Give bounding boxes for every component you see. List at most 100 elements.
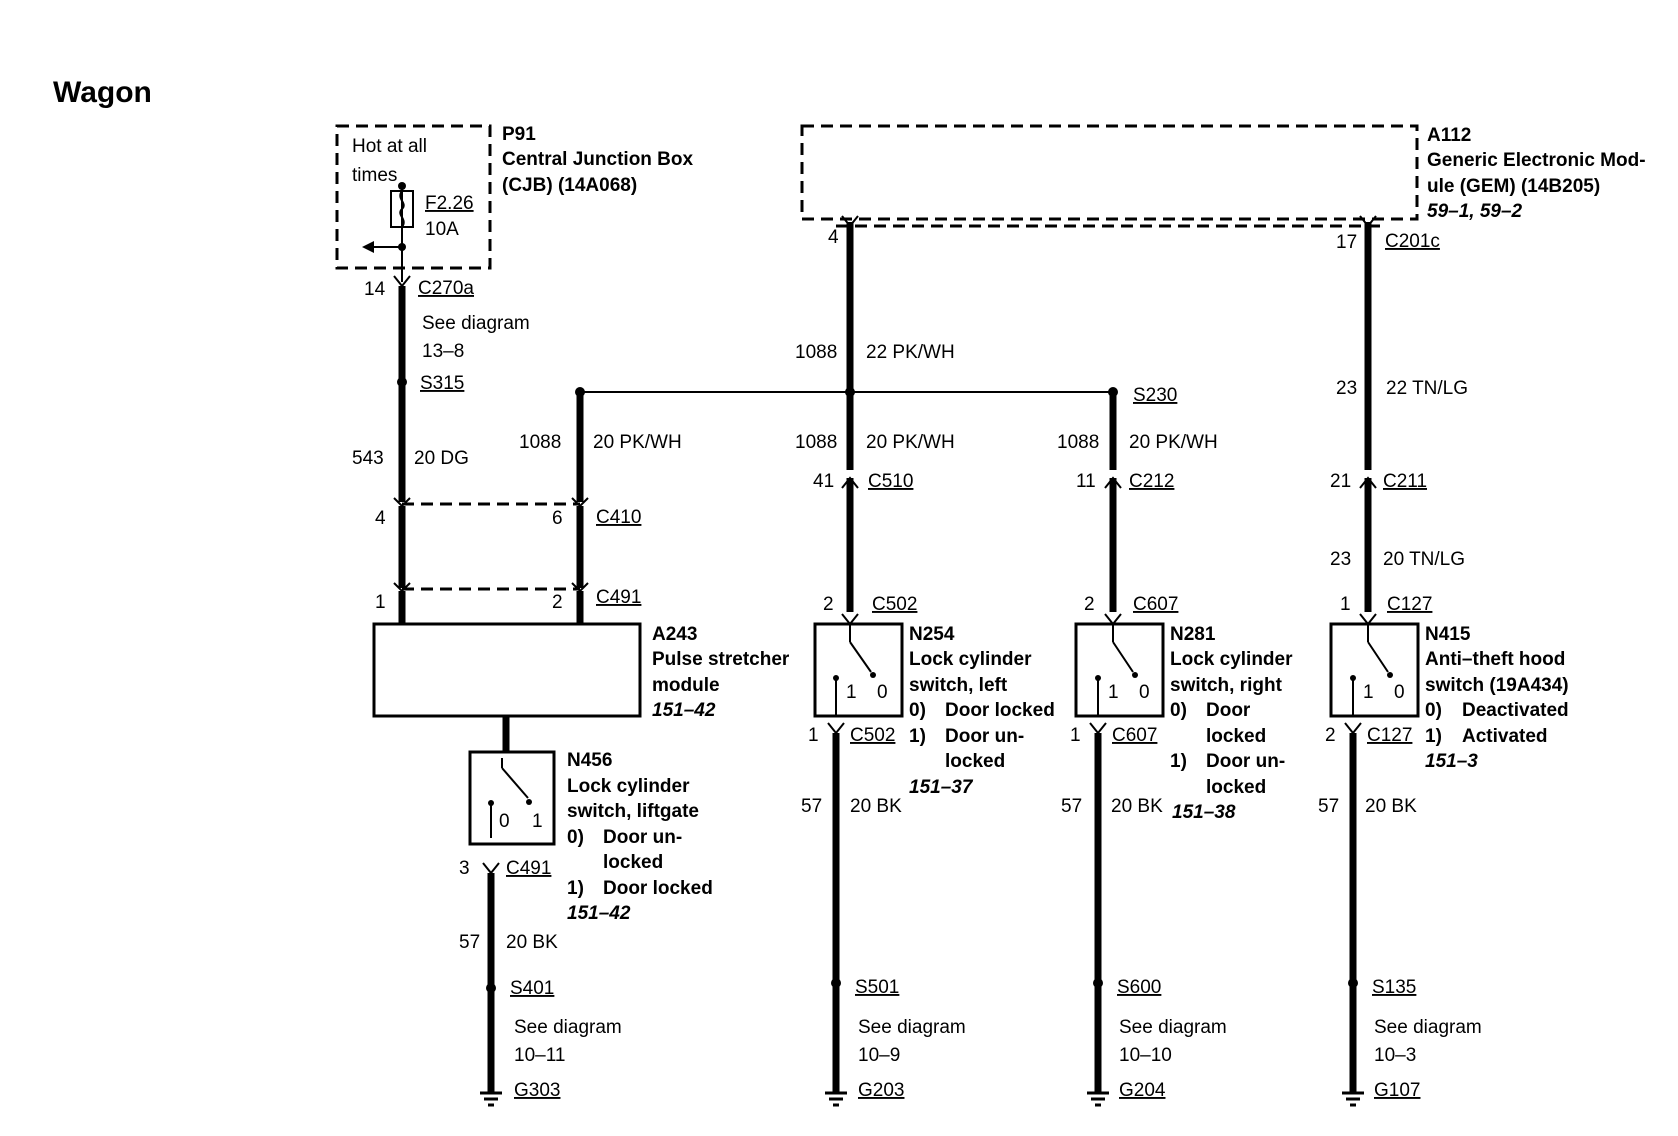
hood-pos1: Activated [1462, 726, 1548, 747]
gem-pin-left: 4 [828, 227, 839, 248]
gem-connector: C201c [1385, 231, 1440, 252]
right-gnd-wire: 20 BK [1111, 796, 1163, 817]
liftgate-pos0-1: Door un- [603, 827, 682, 848]
right-pos1-2: locked [1206, 777, 1266, 798]
splice-s230-label: S230 [1133, 385, 1177, 406]
hood-gnd-circuit: 57 [1318, 796, 1339, 817]
fuse-id: F2.26 [425, 193, 474, 214]
right-wire: 20 PK/WH [1129, 432, 1218, 453]
hood-contact-1: 1 [1363, 682, 1374, 703]
hood-pin-sw: 1 [1340, 594, 1351, 615]
hot-label-1: Hot at all [352, 136, 427, 157]
switch-lever [849, 641, 872, 673]
left-gnd-wire: 20 BK [850, 796, 902, 817]
right-circuit: 1088 [1057, 432, 1099, 453]
hood-pin-out: 2 [1325, 725, 1336, 746]
right-conn-out: C607 [1112, 725, 1157, 746]
hood-pos1-num: 1) [1425, 726, 1442, 747]
gem-pin-right: 17 [1336, 232, 1357, 253]
gem-left-wire: 22 PK/WH [866, 342, 955, 363]
left-pin-top: 41 [813, 471, 834, 492]
left-pin-sw: 2 [823, 594, 834, 615]
right-pos1-num: 1) [1170, 751, 1187, 772]
liftgate-name-2: switch, liftgate [567, 801, 699, 822]
liftgate-see-2: 10–11 [514, 1045, 565, 1066]
hood-circuit: 23 [1330, 549, 1351, 570]
hood-pos0: Deactivated [1462, 700, 1569, 721]
left-pos1-1: Door un- [945, 726, 1024, 747]
right-pin-top: 11 [1076, 471, 1096, 492]
cjb-pin: 14 [364, 279, 386, 300]
cjb-name-1: Central Junction Box [502, 149, 694, 170]
hood-ground: G107 [1374, 1080, 1420, 1101]
right-gnd-circuit: 57 [1061, 796, 1082, 817]
left-circuit: 1088 [795, 432, 837, 453]
hood-contact-0: 0 [1394, 682, 1405, 703]
gem-right-wire: 22 TN/LG [1386, 378, 1468, 399]
c410-pin-b: 6 [552, 508, 563, 529]
liftgate-connector: C491 [506, 858, 551, 879]
ground-icon [480, 1091, 502, 1107]
right-contact-1: 1 [1108, 682, 1119, 703]
left-conn-out: C502 [850, 725, 895, 746]
liftgate-see-1: See diagram [514, 1017, 622, 1038]
left-see-2: 10–9 [858, 1045, 900, 1066]
splice-s315-label: S315 [420, 373, 464, 394]
liftgate-splice: S401 [510, 978, 554, 999]
right-pos0-1: Door [1206, 700, 1251, 721]
cjb-connector: C270a [418, 278, 474, 299]
gem-boundary [800, 124, 1419, 221]
cjb-ref: P91 [502, 124, 536, 145]
pulse-branch-circuit: 1088 [519, 432, 561, 453]
left-pos1-num: 1) [909, 726, 926, 747]
liftgate-pos0-num: 0) [567, 827, 584, 848]
left-page: 151–37 [909, 777, 974, 798]
gem-right-circuit: 23 [1336, 378, 1357, 399]
pulse-ref: A243 [652, 624, 697, 645]
switch-lever [1367, 641, 1389, 673]
gem-name-3: 59–1, 59–2 [1427, 201, 1523, 222]
c491-label: C491 [596, 587, 641, 608]
circuit-543: 543 [352, 448, 384, 469]
right-pos0-num: 0) [1170, 700, 1187, 721]
left-pin-out: 1 [808, 725, 819, 746]
liftgate-circuit: 57 [459, 932, 480, 953]
right-name-2: switch, right [1170, 675, 1283, 696]
hood-name-2: switch (19A434) [1425, 675, 1569, 696]
right-contact-0: 0 [1139, 682, 1150, 703]
left-conn-sw: C502 [872, 594, 917, 615]
left-contact-1: 1 [846, 682, 857, 703]
c410-label: C410 [596, 507, 641, 528]
diagram-title: Wagon [53, 76, 152, 109]
pulse-page: 151–42 [652, 700, 716, 721]
left-contact-0: 0 [877, 682, 888, 703]
right-ref: N281 [1170, 624, 1216, 645]
cjb-see-2: 13–8 [422, 341, 464, 362]
liftgate-ground: G303 [514, 1080, 560, 1101]
hood-switch [1329, 622, 1420, 718]
left-name-1: Lock cylinder [909, 649, 1032, 670]
gem-name-1: Generic Electronic Mod- [1427, 150, 1646, 171]
hood-splice: S135 [1372, 977, 1416, 998]
hood-page: 151–3 [1425, 751, 1478, 772]
cjb-name-2: (CJB) (14A068) [502, 175, 637, 196]
hood-conn-top: C211 [1383, 471, 1427, 492]
gem-name-2: ule (GEM) (14B205) [1427, 176, 1600, 197]
hot-label-2: times [352, 165, 397, 186]
right-name-1: Lock cylinder [1170, 649, 1293, 670]
arrow-left-icon [362, 241, 374, 253]
ground-icon [825, 1091, 847, 1107]
left-wire: 20 PK/WH [866, 432, 955, 453]
right-see-1: See diagram [1119, 1017, 1227, 1038]
pulse-name-1: Pulse stretcher [652, 649, 790, 670]
liftgate-pos1: Door locked [603, 878, 713, 899]
right-pin-sw: 2 [1084, 594, 1095, 615]
liftgate-wire: 20 BK [506, 932, 558, 953]
left-splice: S501 [855, 977, 899, 998]
hood-name-1: Anti–theft hood [1425, 649, 1565, 670]
wire-20dg: 20 DG [414, 448, 469, 469]
hood-see-1: See diagram [1374, 1017, 1482, 1038]
left-see-1: See diagram [858, 1017, 966, 1038]
